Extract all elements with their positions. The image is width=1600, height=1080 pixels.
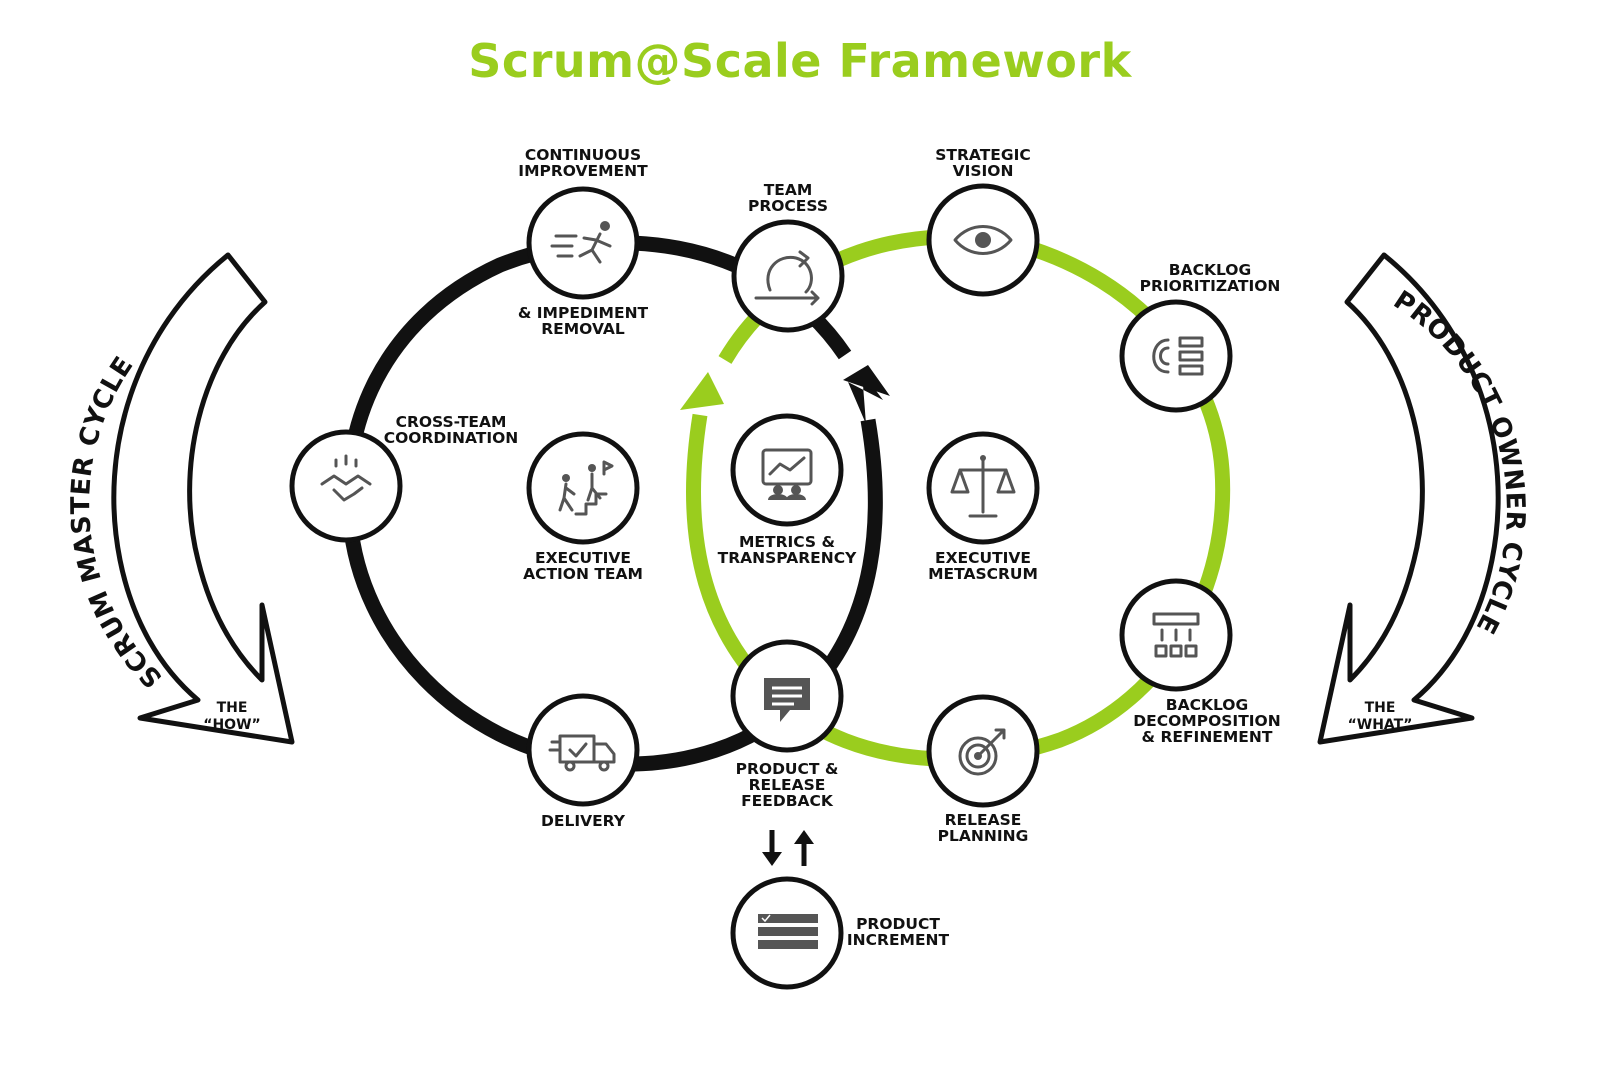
backlog-decomposition-line3: & REFINEMENT <box>1142 728 1273 746</box>
executive-metascrum-line1: EXECUTIVE <box>935 549 1031 567</box>
impediment-removal-line1: & IMPEDIMENT <box>518 304 649 322</box>
metrics-line1: METRICS & <box>739 533 835 551</box>
strategic-vision-line2: VISION <box>953 162 1014 180</box>
impediment-removal-line2: REMOVAL <box>541 320 625 338</box>
delivery-truck-icon <box>548 734 616 772</box>
node-team-process: TEAM PROCESS <box>731 181 845 333</box>
cross-team-line2: COORDINATION <box>384 429 519 447</box>
stacked-layers-icon <box>758 914 818 949</box>
magnet-list-icon <box>1152 336 1204 376</box>
release-planning-line1: RELEASE <box>945 811 1022 829</box>
backlog-decomposition-line2: DECOMPOSITION <box>1133 712 1280 730</box>
handshake-icon <box>320 454 372 502</box>
node-strategic-vision: STRATEGIC VISION <box>926 146 1040 297</box>
node-product-release-feedback: PRODUCT & RELEASE FEEDBACK <box>730 639 844 810</box>
target-icon <box>958 728 1006 776</box>
what-label-1: THE <box>1365 700 1396 716</box>
product-release-feedback-line1: PRODUCT & <box>736 760 839 778</box>
node-product-increment: PRODUCT INCREMENT <box>730 876 950 990</box>
node-delivery: DELIVERY <box>526 693 640 830</box>
scrum-master-cycle-arrow: SCRUM MASTER CYCLE THE “HOW” <box>66 252 295 745</box>
backlog-prioritization-line2: PRIORITIZATION <box>1140 277 1281 295</box>
release-planning-line2: PLANNING <box>938 827 1029 845</box>
running-person-icon <box>550 221 612 264</box>
climbing-people-icon <box>558 460 614 516</box>
metrics-line2: TRANSPARENCY <box>718 549 857 567</box>
node-metrics-transparency: METRICS & TRANSPARENCY <box>718 413 857 567</box>
delivery-label: DELIVERY <box>541 812 626 830</box>
team-process-line1: TEAM <box>764 181 813 199</box>
continuous-improvement-line2: IMPROVEMENT <box>518 162 648 180</box>
hierarchy-icon <box>1152 612 1200 658</box>
what-label-2: “WHAT” <box>1348 717 1413 733</box>
cross-team-line1: CROSS-TEAM <box>396 413 507 431</box>
product-release-feedback-line2: RELEASE <box>749 776 826 794</box>
presentation-chart-icon <box>761 448 813 500</box>
executive-action-line2: ACTION TEAM <box>523 565 643 583</box>
product-increment-line2: INCREMENT <box>847 931 950 949</box>
diagram-title: Scrum@Scale Framework <box>468 34 1132 88</box>
exchange-arrows-icon <box>762 830 814 866</box>
backlog-decomposition-line1: BACKLOG <box>1166 696 1248 714</box>
how-label-2: “HOW” <box>203 717 260 733</box>
node-executive-action-team: EXECUTIVE ACTION TEAM <box>523 431 643 583</box>
node-release-planning: RELEASE PLANNING <box>926 694 1040 845</box>
node-executive-metascrum: EXECUTIVE METASCRUM <box>926 431 1040 583</box>
backlog-prioritization-line1: BACKLOG <box>1169 261 1251 279</box>
node-backlog-prioritization: BACKLOG PRIORITIZATION <box>1119 261 1281 413</box>
continuous-improvement-line1: CONTINUOUS <box>525 146 641 164</box>
how-label-1: THE <box>217 700 248 716</box>
product-increment-line1: PRODUCT <box>856 915 940 933</box>
chat-bubble-icon <box>764 678 810 722</box>
team-process-line2: PROCESS <box>748 197 828 215</box>
product-release-feedback-line3: FEEDBACK <box>741 792 834 810</box>
node-continuous-improvement: CONTINUOUS IMPROVEMENT & IMPEDIMENT REMO… <box>518 146 649 338</box>
executive-action-line1: EXECUTIVE <box>535 549 631 567</box>
cycle-arrows-icon <box>754 250 820 306</box>
balance-scale-icon <box>950 455 1016 518</box>
strategic-vision-line1: STRATEGIC <box>935 146 1031 164</box>
product-owner-cycle-arrow: PRODUCT OWNER CYCLE THE “WHAT” <box>1317 252 1530 745</box>
eye-icon <box>953 225 1013 255</box>
node-cross-team-coordination: CROSS-TEAM COORDINATION <box>289 413 519 543</box>
node-backlog-decomposition: BACKLOG DECOMPOSITION & REFINEMENT <box>1119 578 1281 746</box>
executive-metascrum-line2: METASCRUM <box>928 565 1038 583</box>
